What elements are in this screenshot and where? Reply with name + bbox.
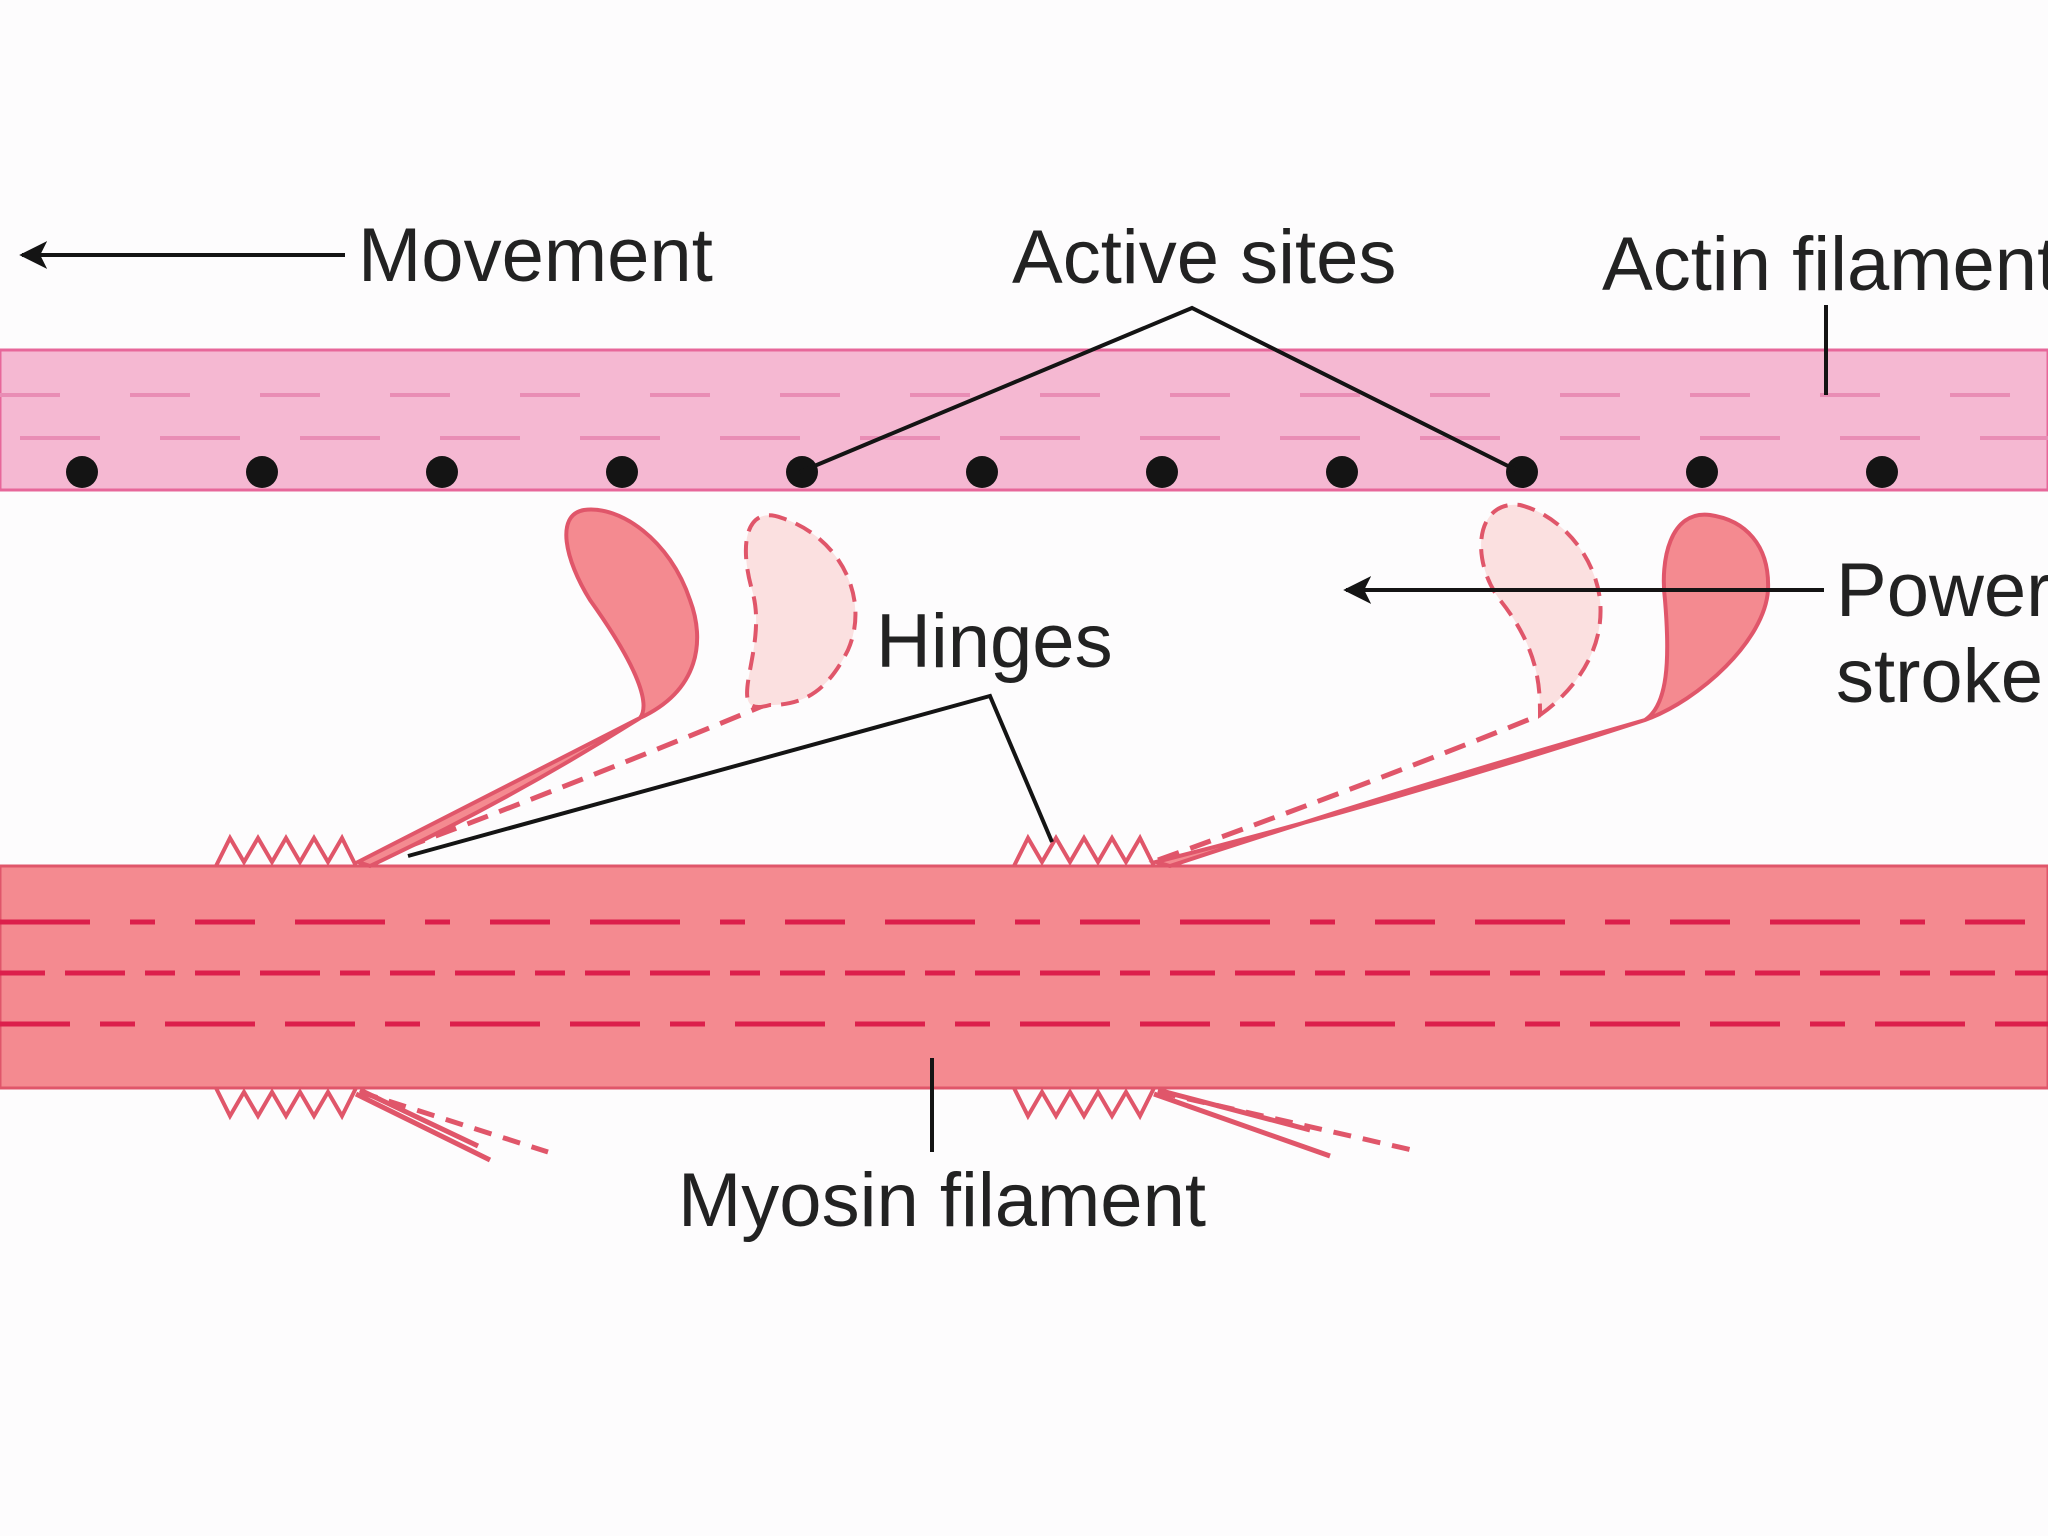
- active-site-dot: [1146, 456, 1178, 488]
- lower-arm-dashed: [359, 1089, 549, 1155]
- active-site-dot: [66, 456, 98, 488]
- active-site-dot: [1686, 456, 1718, 488]
- cross-bridge-arm-dashed: [1157, 712, 1541, 863]
- lower-myosin-arms: [354, 1087, 1413, 1163]
- myosin-head-ghost-right: [1157, 502, 1603, 863]
- myosin-filament-label: Myosin filament: [678, 1158, 1206, 1243]
- myosin-head: [1148, 512, 1771, 869]
- active-sites-leader: [799, 305, 1521, 474]
- movement-label: Movement: [358, 213, 713, 298]
- myosin-filament-band: [0, 864, 2048, 1090]
- power-stroke-label-line1: Power: [1836, 548, 2048, 633]
- hinge-zigzag: [1012, 833, 1156, 867]
- myosin-head-solid-right: [1148, 512, 1771, 869]
- myosin-head-solid-left: [352, 507, 700, 869]
- hinges-leader: [407, 693, 1054, 858]
- myosin-head-outline-dashed: [1479, 502, 1603, 719]
- lower-arm: [1153, 1091, 1331, 1159]
- actin-filament-band: [0, 348, 2048, 492]
- active-sites-label: Active sites: [1012, 215, 1396, 300]
- active-site-dot: [246, 456, 278, 488]
- active-site-dot: [1506, 456, 1538, 488]
- active-sites-group: [66, 456, 1898, 488]
- actin-filament-label: Actin filament: [1602, 222, 2048, 307]
- lower-arm-dashed: [1157, 1089, 1413, 1153]
- active-site-dot: [966, 456, 998, 488]
- myosin-head: [352, 507, 700, 869]
- myosin-head-outline-dashed: [744, 513, 858, 709]
- leader-lines: [19, 241, 1828, 1152]
- power-stroke-label-line2: stroke: [1836, 634, 2043, 719]
- myosin-filament: [0, 864, 2048, 1090]
- hinges-group: [214, 833, 1156, 1121]
- active-site-dot: [1866, 456, 1898, 488]
- hinge-zigzag: [214, 833, 358, 867]
- actin-filament: [0, 348, 2048, 492]
- lower-arm: [358, 1087, 480, 1149]
- active-site-dot: [606, 456, 638, 488]
- active-site-dot: [426, 456, 458, 488]
- active-site-dot: [1326, 456, 1358, 488]
- hinge-zigzag-lower: [1012, 1087, 1156, 1121]
- hinges-label: Hinges: [876, 599, 1113, 684]
- hinge-zigzag-lower: [214, 1087, 358, 1121]
- lower-arm: [354, 1091, 492, 1163]
